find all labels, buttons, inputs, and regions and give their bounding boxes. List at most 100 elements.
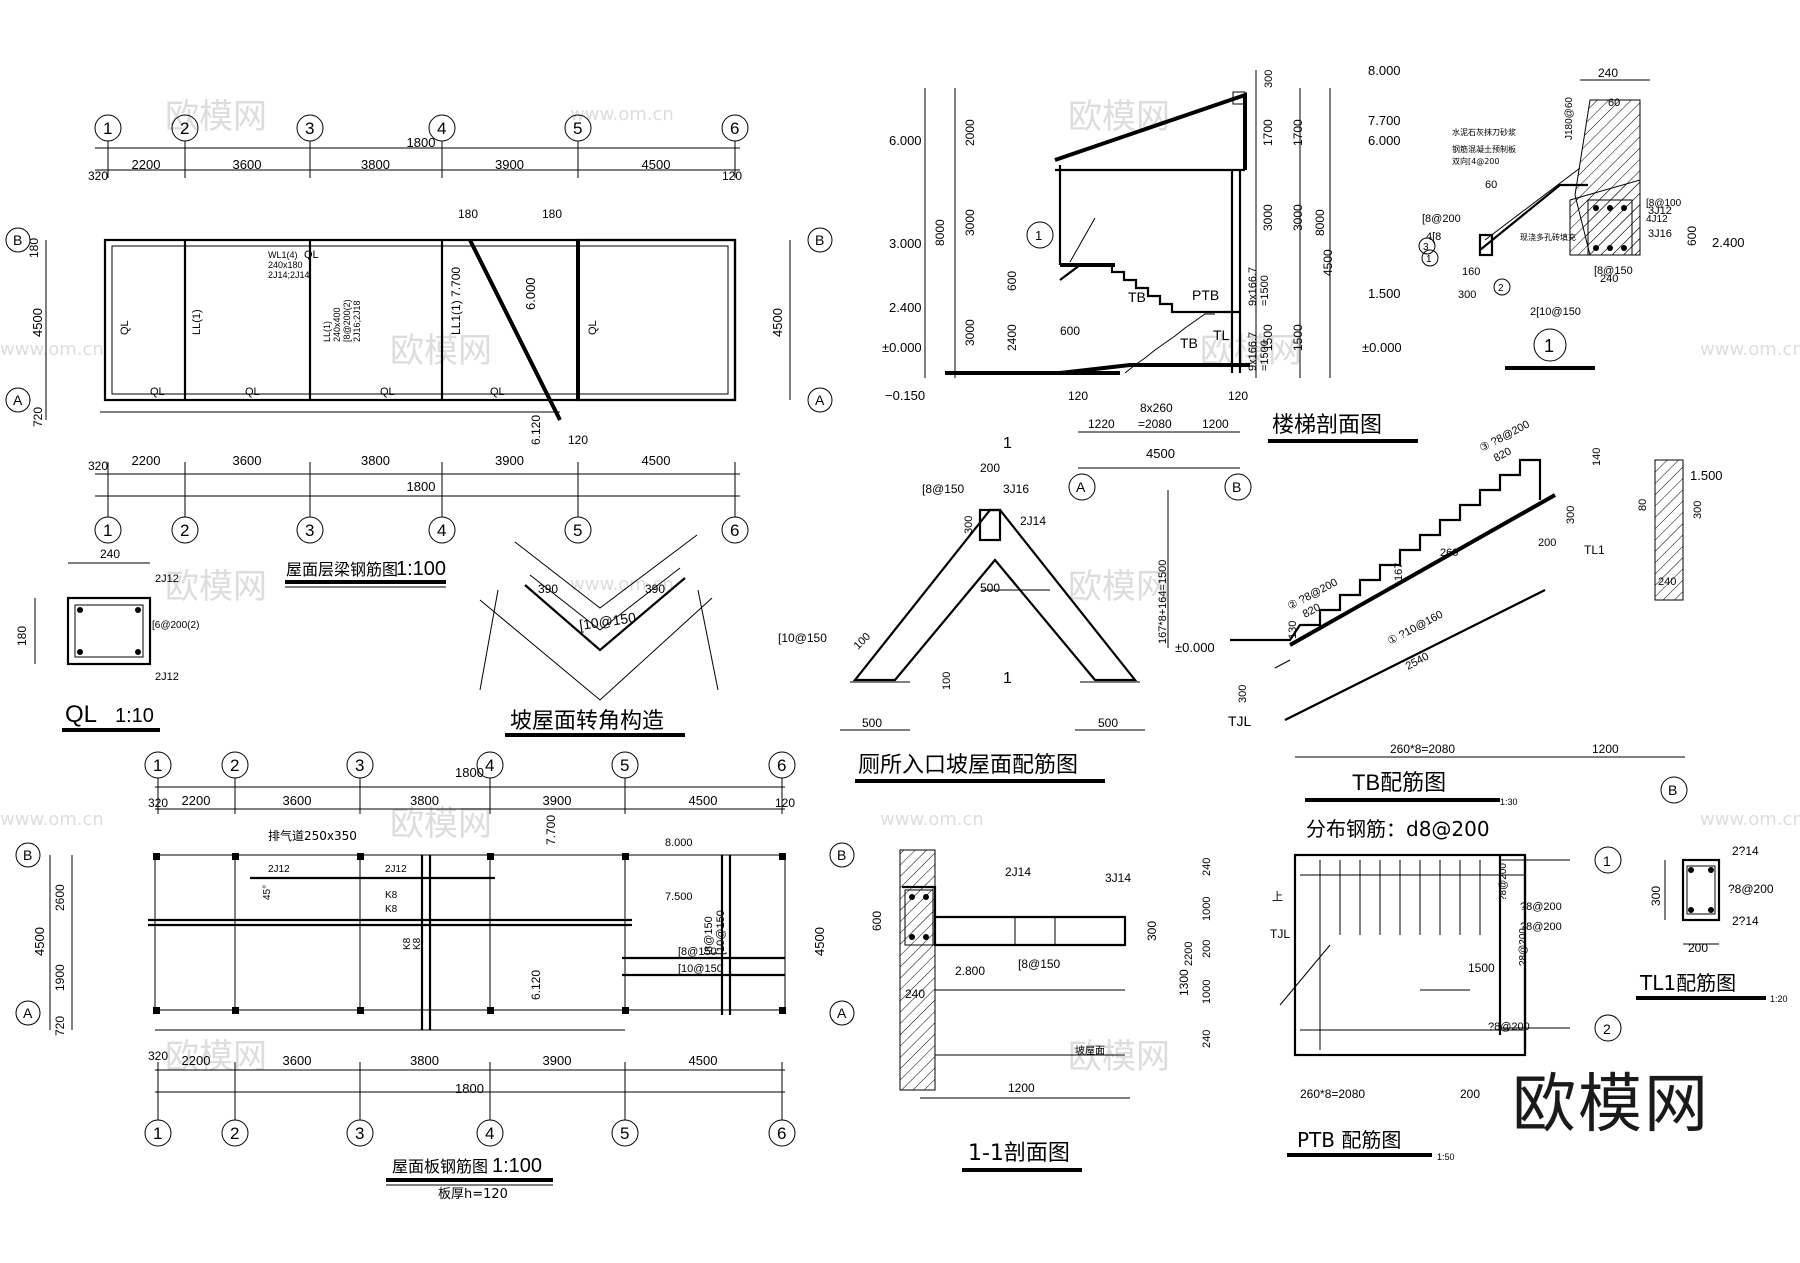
dim-text: 180	[15, 626, 29, 646]
dim-text: 390	[645, 582, 665, 596]
elevation-text: 2.400	[889, 300, 922, 315]
drawing-scale: 1:10	[115, 705, 154, 727]
elevation-text: 2.800	[955, 964, 985, 978]
axis-letter: B	[1232, 479, 1241, 495]
dim-text: =1500	[1259, 340, 1271, 371]
roof-beam-plan: 180 4500 720 4500 QL QL QL QL QL LL(1) Q…	[27, 147, 791, 588]
detail-note: 水泥石灰抹刀砂浆	[1452, 127, 1516, 137]
axis-letter: B	[13, 232, 22, 248]
bay-dim-text: 3800	[361, 157, 390, 172]
dim-text: 200	[1688, 941, 1708, 955]
drawing-title: 楼梯剖面图	[1272, 413, 1382, 438]
dim-text: 3000	[963, 209, 977, 236]
section-1-1: 2J14 3J14 [8@150 600 240 300 1300 1200 2…	[870, 849, 1191, 1172]
axis-number: 1	[103, 521, 112, 540]
elevation-text: ±0.000	[1175, 640, 1215, 655]
detail-note: 现浇多孔砖填充	[1520, 232, 1576, 242]
axis-number: 2	[180, 119, 189, 138]
dim-text: 260*8=2080	[1390, 742, 1455, 756]
dim-text: 3000	[1261, 204, 1275, 231]
dim-text: 500	[1098, 716, 1118, 730]
bar-label: [10@150	[678, 963, 723, 975]
watermark-text: 欧模网	[390, 804, 492, 844]
total-dim-text: 1800	[455, 1081, 484, 1096]
bar-label: J180@60	[1564, 97, 1575, 140]
drawing-title: QL	[65, 701, 97, 728]
watermark-url: www.om.cn	[0, 809, 104, 830]
dim-text: 240	[1598, 66, 1618, 80]
callout-number: 1	[1035, 228, 1042, 243]
dim-text: 80	[1637, 499, 1649, 511]
elevation-text: 2.400	[1712, 235, 1745, 250]
bar-label: 2J12	[155, 671, 179, 683]
watermark-text: 欧模网	[165, 1037, 267, 1077]
dim-text: 240	[1658, 576, 1676, 588]
bay-dim-text: 3600	[283, 1053, 312, 1068]
dim-text: 500	[862, 716, 882, 730]
axis-number: 1	[153, 756, 162, 775]
dim-text: 130	[1287, 621, 1299, 639]
dim-text: 1000	[1201, 897, 1213, 921]
dim-text: 1500	[1261, 324, 1275, 351]
dim-text: 2540	[1404, 651, 1431, 673]
axis-grid-labels: 1122334455662200220036003600380038003900…	[5, 114, 855, 1147]
dim-text: 120	[775, 796, 795, 810]
axis-letter: A	[837, 1005, 847, 1021]
dim-text: 1220	[1088, 417, 1115, 431]
drawing-title: 坡屋面转角构造	[510, 709, 664, 734]
dim-text: 300	[1237, 685, 1249, 703]
beam-label: QL	[119, 320, 131, 335]
stair-label: TL	[1213, 327, 1230, 343]
bar-label: 2[10@150	[1530, 306, 1581, 318]
bay-dim-text: 3900	[543, 793, 572, 808]
axis-number: 6	[730, 119, 739, 138]
bay-dim-text: 2200	[132, 157, 161, 172]
dim-text: 1000	[1201, 980, 1213, 1004]
watermark-text: 欧模网	[165, 97, 267, 137]
section-mark: 1	[1003, 670, 1012, 687]
bar-label: [6@200(2)	[152, 620, 199, 631]
drawing-scale: 1:50	[1437, 1152, 1455, 1162]
dim-text: 240	[1201, 858, 1213, 876]
dim-text: 2400	[1005, 324, 1019, 351]
axis-number: 1	[103, 119, 112, 138]
elevation-text: 8.000	[665, 837, 693, 849]
bay-dim-text: 3600	[233, 453, 262, 468]
bay-dim-text: 2200	[182, 793, 211, 808]
corner-logo: 欧模网	[1512, 1068, 1710, 1142]
drawing-title: 1-1剖面图	[968, 1141, 1070, 1166]
wl-note: 240x180	[268, 260, 303, 270]
bar-label: 4[8	[1426, 231, 1441, 243]
axis-number: 5	[573, 521, 582, 540]
beam-label: LL(1)	[191, 309, 203, 335]
bar-label: [8@100	[1646, 198, 1682, 209]
dim-text: 390	[538, 582, 558, 596]
dim-text: 120	[1228, 389, 1248, 403]
section-note: 坡屋面	[1075, 1044, 1105, 1057]
bar-label: 3J14	[1105, 871, 1131, 885]
detail-marker: 2	[1498, 283, 1504, 294]
elevation-text: 1.500	[1368, 286, 1401, 301]
dim-text: 600	[1685, 226, 1699, 246]
dim-text: 200	[1201, 940, 1213, 958]
axis-number: 6	[730, 521, 739, 540]
ql-section: 240 180 2J12 2J12 [6@200(2) QL 1:10	[15, 547, 199, 732]
drawing-title: TL1配筋图	[1639, 971, 1736, 995]
dim-text: 8x260	[1140, 401, 1173, 415]
dim-text: 120	[1068, 389, 1088, 403]
entrance-roof-reinf: [8@150 3J16 2J14 [10@150 200 300 500 100…	[778, 435, 1145, 783]
axis-letter: B	[837, 847, 846, 863]
axis-bubble	[5, 387, 31, 413]
watermark-url: www.om.cn	[1700, 339, 1800, 360]
dim-text: 1700	[1291, 119, 1305, 146]
bay-dim-text: 3600	[283, 793, 312, 808]
dim-text: 200	[1460, 1087, 1480, 1101]
bar-label: 3J16	[1003, 482, 1029, 496]
dim-text: 1500	[1291, 324, 1305, 351]
dim-text: 180	[542, 207, 562, 221]
dim-text: 4500	[770, 308, 785, 337]
dim-text: 1700	[1261, 119, 1275, 146]
watermark-text: 欧模网	[165, 567, 267, 607]
bar-label: ?8@200	[1498, 863, 1509, 901]
bay-dim-text: 3900	[543, 1053, 572, 1068]
